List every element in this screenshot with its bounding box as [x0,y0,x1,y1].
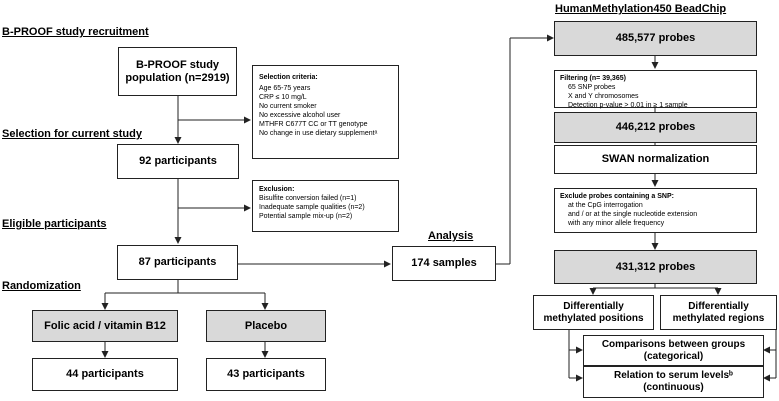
heading-analysis: Analysis [428,230,474,242]
placebo-arm-box: Placebo [206,310,326,342]
exclude-snp-item: at the CpG interrogation [568,202,643,209]
exclude-snp-item: with any minor allele frequency [568,220,665,227]
population-line-1: B-PROOF study [135,58,220,71]
swan-box: SWAN normalization [554,145,757,174]
dmr-line-2: methylated regions [672,312,765,324]
heading-selection: Selection for current study [2,128,142,140]
dmp-line-1: Differentially [563,300,624,312]
eligible-participants-box: 87 participants [117,245,238,280]
exclusion-item: Bisulfite conversion failed (n=1) [259,195,357,202]
filtering-item: 65 SNP probes [568,84,616,91]
probes-final-box: 431,312 probes [554,250,757,284]
criteria-item: Age 65-75 years [259,85,311,92]
probes-initial-box: 485,577 probes [554,21,757,56]
filtering-title: Filtering (n= 39,365) [560,75,626,82]
relation-box: Relation to serum levelsᵇ (continuous) [583,366,764,398]
filtering-box: Filtering (n= 39,365) 65 SNP probes X an… [554,70,757,109]
criteria-item: No current smoker [259,103,317,110]
exclusion-item: Inadequate sample qualities (n=2) [259,204,365,211]
relation-line-1: Relation to serum levelsᵇ [614,370,733,381]
criteria-item: No excessive alcohol user [259,112,341,119]
comparisons-box: Comparisons between groups (categorical) [583,335,764,366]
population-box: B-PROOF study population (n=2919) [118,47,237,96]
exclusion-item: Potential sample mix-up (n=2) [259,213,353,220]
comparisons-line-1: Comparisons between groups [601,338,746,350]
dmp-box: Differentially methylated positions [533,295,654,330]
exclude-snp-box: Exclude probes containing a SNP: at the … [554,188,757,233]
heading-eligible: Eligible participants [2,218,107,230]
filtering-item: Detection p-value > 0.01 in ≥ 1 sample [568,102,688,109]
dmp-line-2: methylated positions [543,312,644,324]
population-line-2: population (n=2919) [125,71,230,84]
treatment-arm-box: Folic acid / vitamin B12 [32,310,178,342]
heading-recruitment: B-PROOF study recruitment [2,26,149,38]
filtering-item: X and Y chromosomes [568,93,639,100]
exclusion-box: Exclusion: Bisulfite conversion failed (… [252,180,399,232]
relation-line-2: (continuous) [643,382,704,393]
treatment-n-box: 44 participants [32,358,178,391]
exclusion-title: Exclusion: [259,186,295,193]
criteria-item: No change in use dietary supplementᵃ [259,130,378,137]
criteria-title: Selection criteria: [259,74,318,81]
samples-box: 174 samples [392,246,496,281]
probes-filtered-box: 446,212 probes [554,112,757,143]
placebo-n-box: 43 participants [206,358,326,391]
selection-criteria-box: Selection criteria: Age 65-75 years CRP … [252,65,399,159]
dmr-line-1: Differentially [688,300,749,312]
exclude-snp-title: Exclude probes containing a SNP: [560,193,674,200]
heading-beadchip: HumanMethylation450 BeadChip [555,3,727,15]
criteria-item: CRP ≤ 10 mg/L [259,94,307,101]
comparisons-line-2: (categorical) [643,350,704,362]
criteria-item: MTHFR C677T CC or TT genotype [259,121,368,128]
dmr-box: Differentially methylated regions [660,295,777,330]
exclude-snp-item: and / or at the single nucleotide extens… [568,211,698,218]
selected-participants-box: 92 participants [117,144,239,179]
heading-randomization: Randomization [2,280,81,292]
